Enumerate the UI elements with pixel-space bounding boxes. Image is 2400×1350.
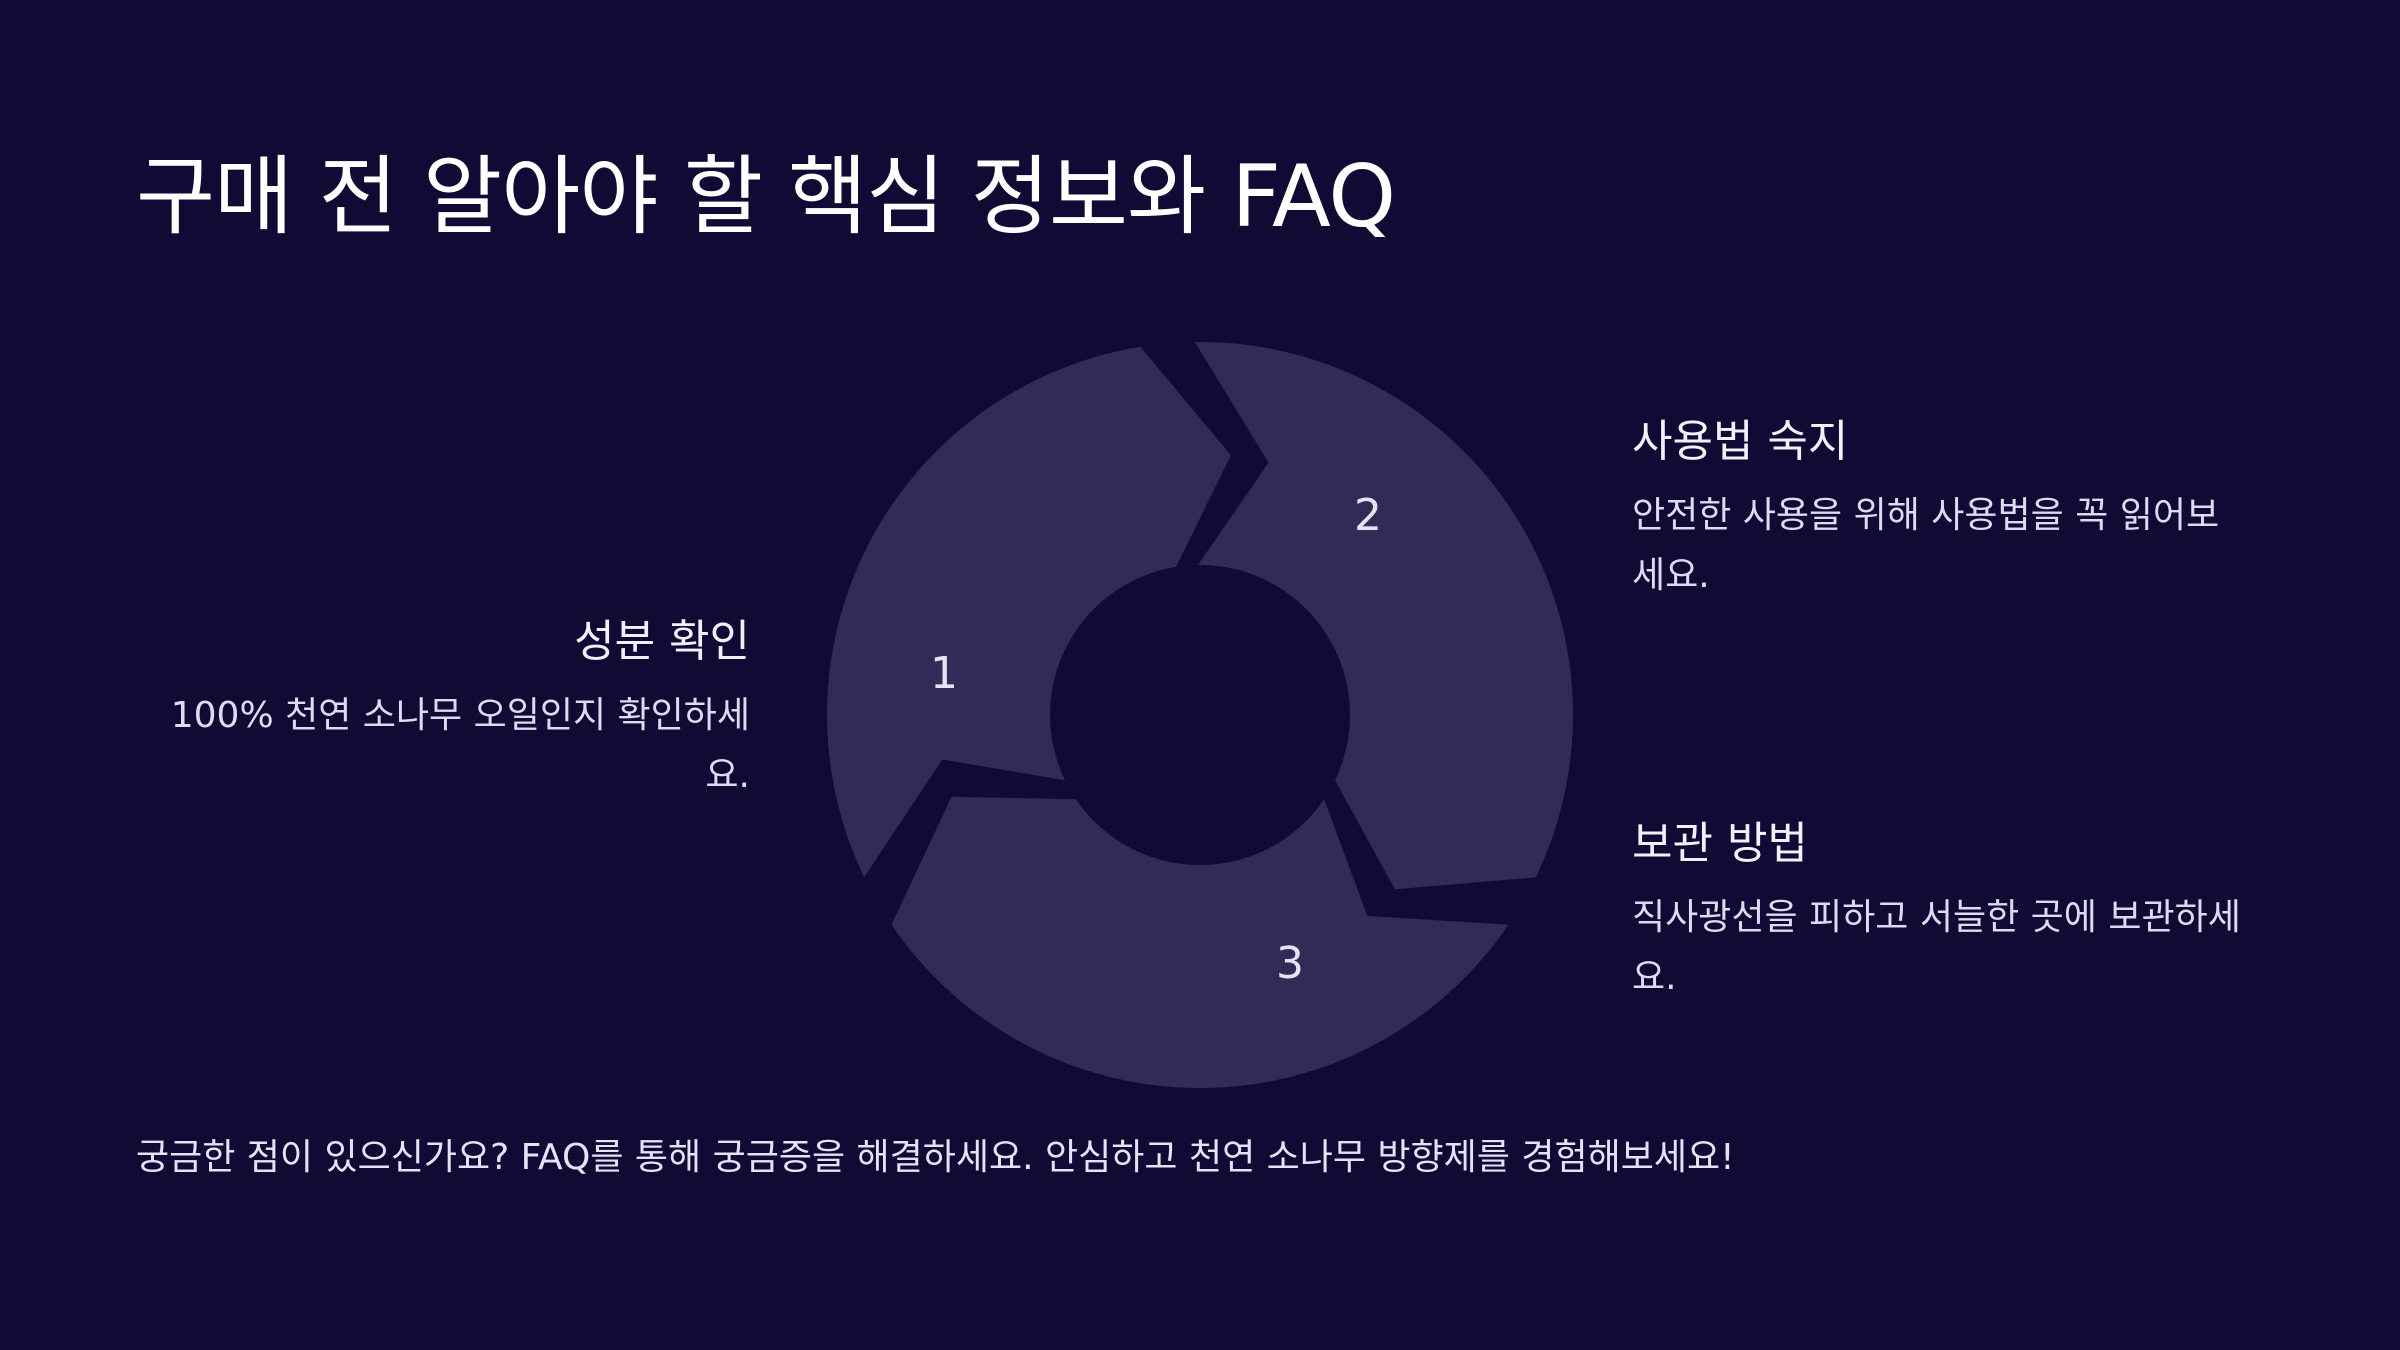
- step-1-description: 100% 천연 소나무 오일인지 확인하세요.: [170, 695, 750, 796]
- step-2-description: 안전한 사용을 위해 사용법을 꼭 읽어보세요.: [1632, 495, 2220, 596]
- cycle-diagram: 1 2 3: [800, 330, 1600, 1130]
- cycle-segment-2: [1194, 341, 1573, 890]
- cycle-number-3: 3: [1276, 938, 1304, 989]
- step-3-description: 직사광선을 피하고 서늘한 곳에 보관하세요.: [1632, 897, 2241, 998]
- step-2-title: 사용법 숙지: [1632, 416, 1849, 467]
- cycle-segment-1: [827, 346, 1231, 878]
- step-3-card: 보관 방법 직사광선을 피하고 서늘한 곳에 보관하세요.: [1632, 814, 2252, 1008]
- page-title: 구매 전 알아야 할 핵심 정보와 FAQ: [136, 147, 1396, 247]
- step-1-card: 성분 확인 100% 천연 소나무 오일인지 확인하세요.: [130, 612, 750, 806]
- cycle-ring: [827, 341, 1573, 1089]
- step-2-card: 사용법 숙지 안전한 사용을 위해 사용법을 꼭 읽어보세요.: [1632, 412, 2252, 606]
- cycle-number-1: 1: [930, 648, 958, 699]
- cycle-number-2: 2: [1354, 490, 1382, 541]
- footer-note: 궁금한 점이 있으신가요? FAQ를 통해 궁금증을 해결하세요. 안심하고 천…: [136, 1137, 1735, 1178]
- step-1-title: 성분 확인: [574, 616, 750, 667]
- step-3-title: 보관 방법: [1632, 818, 1808, 869]
- cycle-segment-3: [891, 796, 1509, 1089]
